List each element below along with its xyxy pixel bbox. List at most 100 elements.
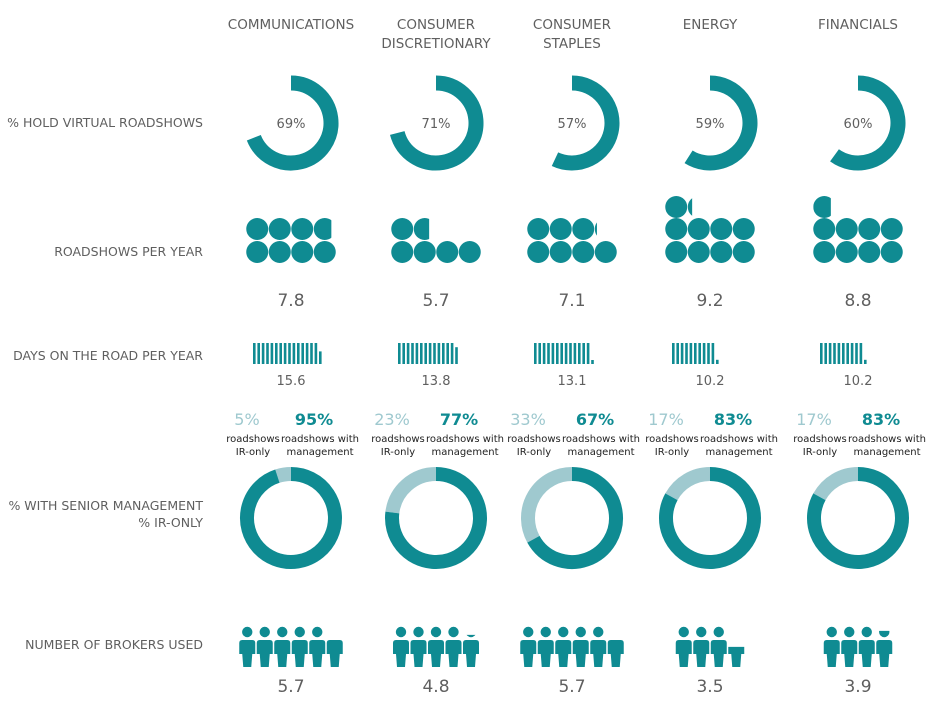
broker-body <box>858 640 875 667</box>
roadshow-dot <box>268 241 291 263</box>
roadshow-dot <box>391 218 414 240</box>
broker-body <box>309 640 326 667</box>
virtual-arc <box>684 75 758 171</box>
broker-head <box>242 626 253 638</box>
mgmt-pct: 77% <box>440 410 478 429</box>
row-labels: % HOLD VIRTUAL ROADSHOWS ROADSHOWS PER Y… <box>7 115 203 652</box>
broker-body <box>693 640 710 667</box>
roadshow-dot <box>549 218 572 240</box>
broker-head <box>575 626 586 638</box>
day-bar <box>402 343 405 364</box>
broker-figure <box>445 626 462 667</box>
day-bar <box>864 359 867 364</box>
roadshow-dot <box>687 241 710 263</box>
broker-figure <box>823 626 840 667</box>
virtual-pct-label: 57% <box>558 117 587 132</box>
day-bar <box>411 343 414 364</box>
roadshow-dot <box>710 241 733 263</box>
roadshow-dot <box>880 241 903 263</box>
broker-body <box>239 640 256 667</box>
mgmt-pct: 67% <box>576 410 614 429</box>
day-bar <box>297 343 300 364</box>
day-bar <box>261 343 265 364</box>
broker-body <box>823 640 840 667</box>
mgmt-caption: roadshows with <box>700 434 778 445</box>
row-label-brokers: NUMBER OF BROKERS USED <box>25 637 203 652</box>
broker-figure <box>876 630 893 667</box>
broker-figure <box>309 626 326 667</box>
broker-head <box>330 627 340 637</box>
roadshows-value: 7.1 <box>558 291 585 311</box>
donut-mgmt <box>527 467 623 569</box>
mgmt-caption: management <box>568 447 635 458</box>
day-bar <box>556 343 559 364</box>
roadshow-dot <box>835 241 858 263</box>
broker-figure <box>463 634 479 667</box>
broker-body <box>537 640 554 667</box>
broker-figure <box>326 627 343 667</box>
day-bar <box>582 343 585 364</box>
day-bar <box>455 347 458 364</box>
roadshow-dot <box>813 218 836 240</box>
mgmt-caption: roadshows with <box>281 434 359 445</box>
broker-body <box>841 640 858 667</box>
virtual-arc <box>830 75 906 171</box>
day-bar <box>319 351 322 364</box>
donut-mgmt <box>385 467 487 569</box>
broker-head <box>312 626 323 638</box>
roadshow-dot <box>858 218 881 240</box>
day-bar <box>279 343 282 364</box>
day-bar <box>685 343 688 364</box>
day-bar <box>586 343 590 364</box>
broker-figure <box>555 626 572 667</box>
broker-body <box>291 640 308 667</box>
roadshow-dot-partial <box>813 196 831 218</box>
broker-head <box>593 626 604 638</box>
broker-head <box>844 626 855 638</box>
day-bar <box>573 343 577 364</box>
ir-only-pct: 17% <box>796 410 832 429</box>
mgmt-caption: roadshows with <box>562 434 640 445</box>
ir-only-caption: IR-only <box>236 447 271 458</box>
sector-name: CONSUMER <box>397 17 475 33</box>
day-bar <box>828 343 832 364</box>
sector-column: ENERGY59%9.210.217%83%roadshowsIR-onlyro… <box>645 17 778 697</box>
sector-name: FINANCIALS <box>818 17 898 33</box>
virtual-arc <box>389 75 484 171</box>
mgmt-caption: roadshows with <box>848 434 926 445</box>
broker-body <box>463 640 479 667</box>
brokers-value: 5.7 <box>277 677 304 697</box>
day-bar <box>442 343 445 364</box>
broker-figure <box>858 626 875 667</box>
day-bar <box>398 343 401 364</box>
broker-body <box>520 640 537 667</box>
brokers-value: 5.7 <box>558 677 585 697</box>
mgmt-pct: 83% <box>714 410 752 429</box>
roadshow-dot <box>732 241 755 263</box>
donut-mgmt <box>807 467 909 569</box>
broker-head <box>713 626 724 638</box>
broker-head <box>259 626 270 638</box>
broker-figure <box>520 626 537 667</box>
broker-head <box>294 626 305 638</box>
roadshows-value: 8.8 <box>844 291 871 311</box>
roadshow-dot <box>413 241 436 263</box>
broker-body <box>326 640 343 667</box>
broker-head <box>696 626 707 638</box>
roadshows-value: 7.8 <box>277 291 304 311</box>
ir-only-caption: IR-only <box>803 447 838 458</box>
donut-ir-only <box>385 467 437 514</box>
day-bar <box>707 343 710 364</box>
ir-only-caption: roadshows <box>371 434 425 445</box>
roadshow-dot <box>291 241 314 263</box>
roadshows-value: 5.7 <box>422 291 449 311</box>
roadshow-dot <box>246 241 269 263</box>
mgmt-caption: management <box>854 447 921 458</box>
mgmt-caption: roadshows with <box>426 434 504 445</box>
sector-name: STAPLES <box>543 36 601 52</box>
day-bar <box>266 343 269 364</box>
brokers-value: 3.9 <box>844 677 871 697</box>
day-bar <box>415 343 419 364</box>
broker-body <box>428 640 444 667</box>
broker-head <box>448 626 459 638</box>
